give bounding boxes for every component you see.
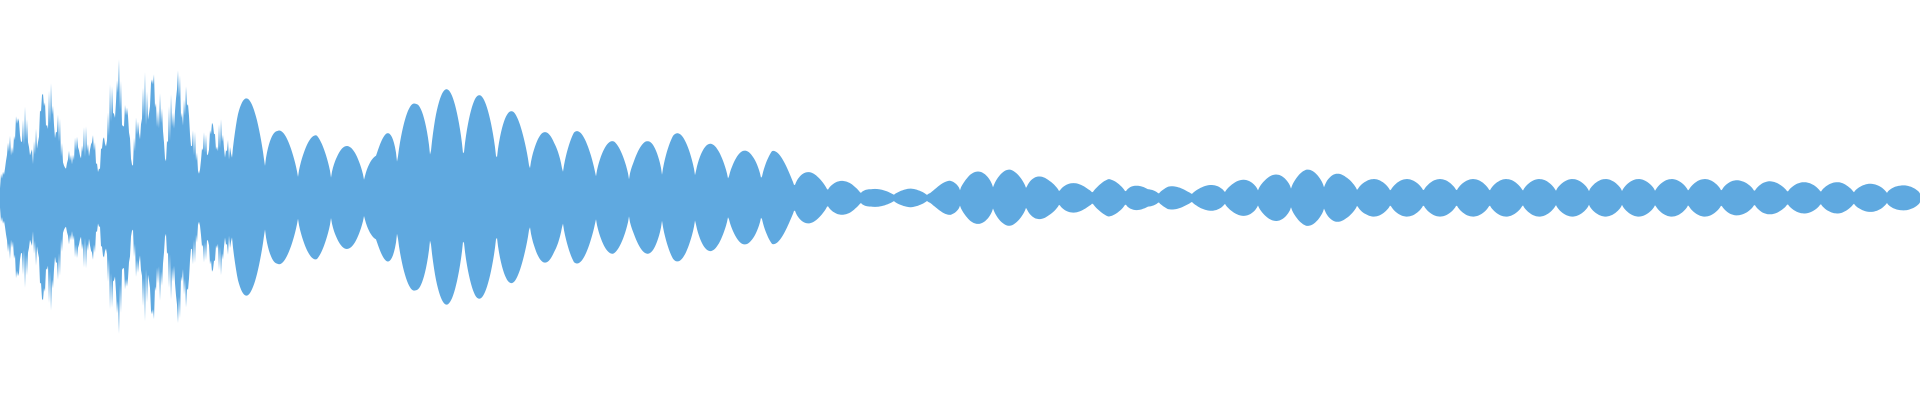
waveform-shape — [0, 59, 1920, 334]
